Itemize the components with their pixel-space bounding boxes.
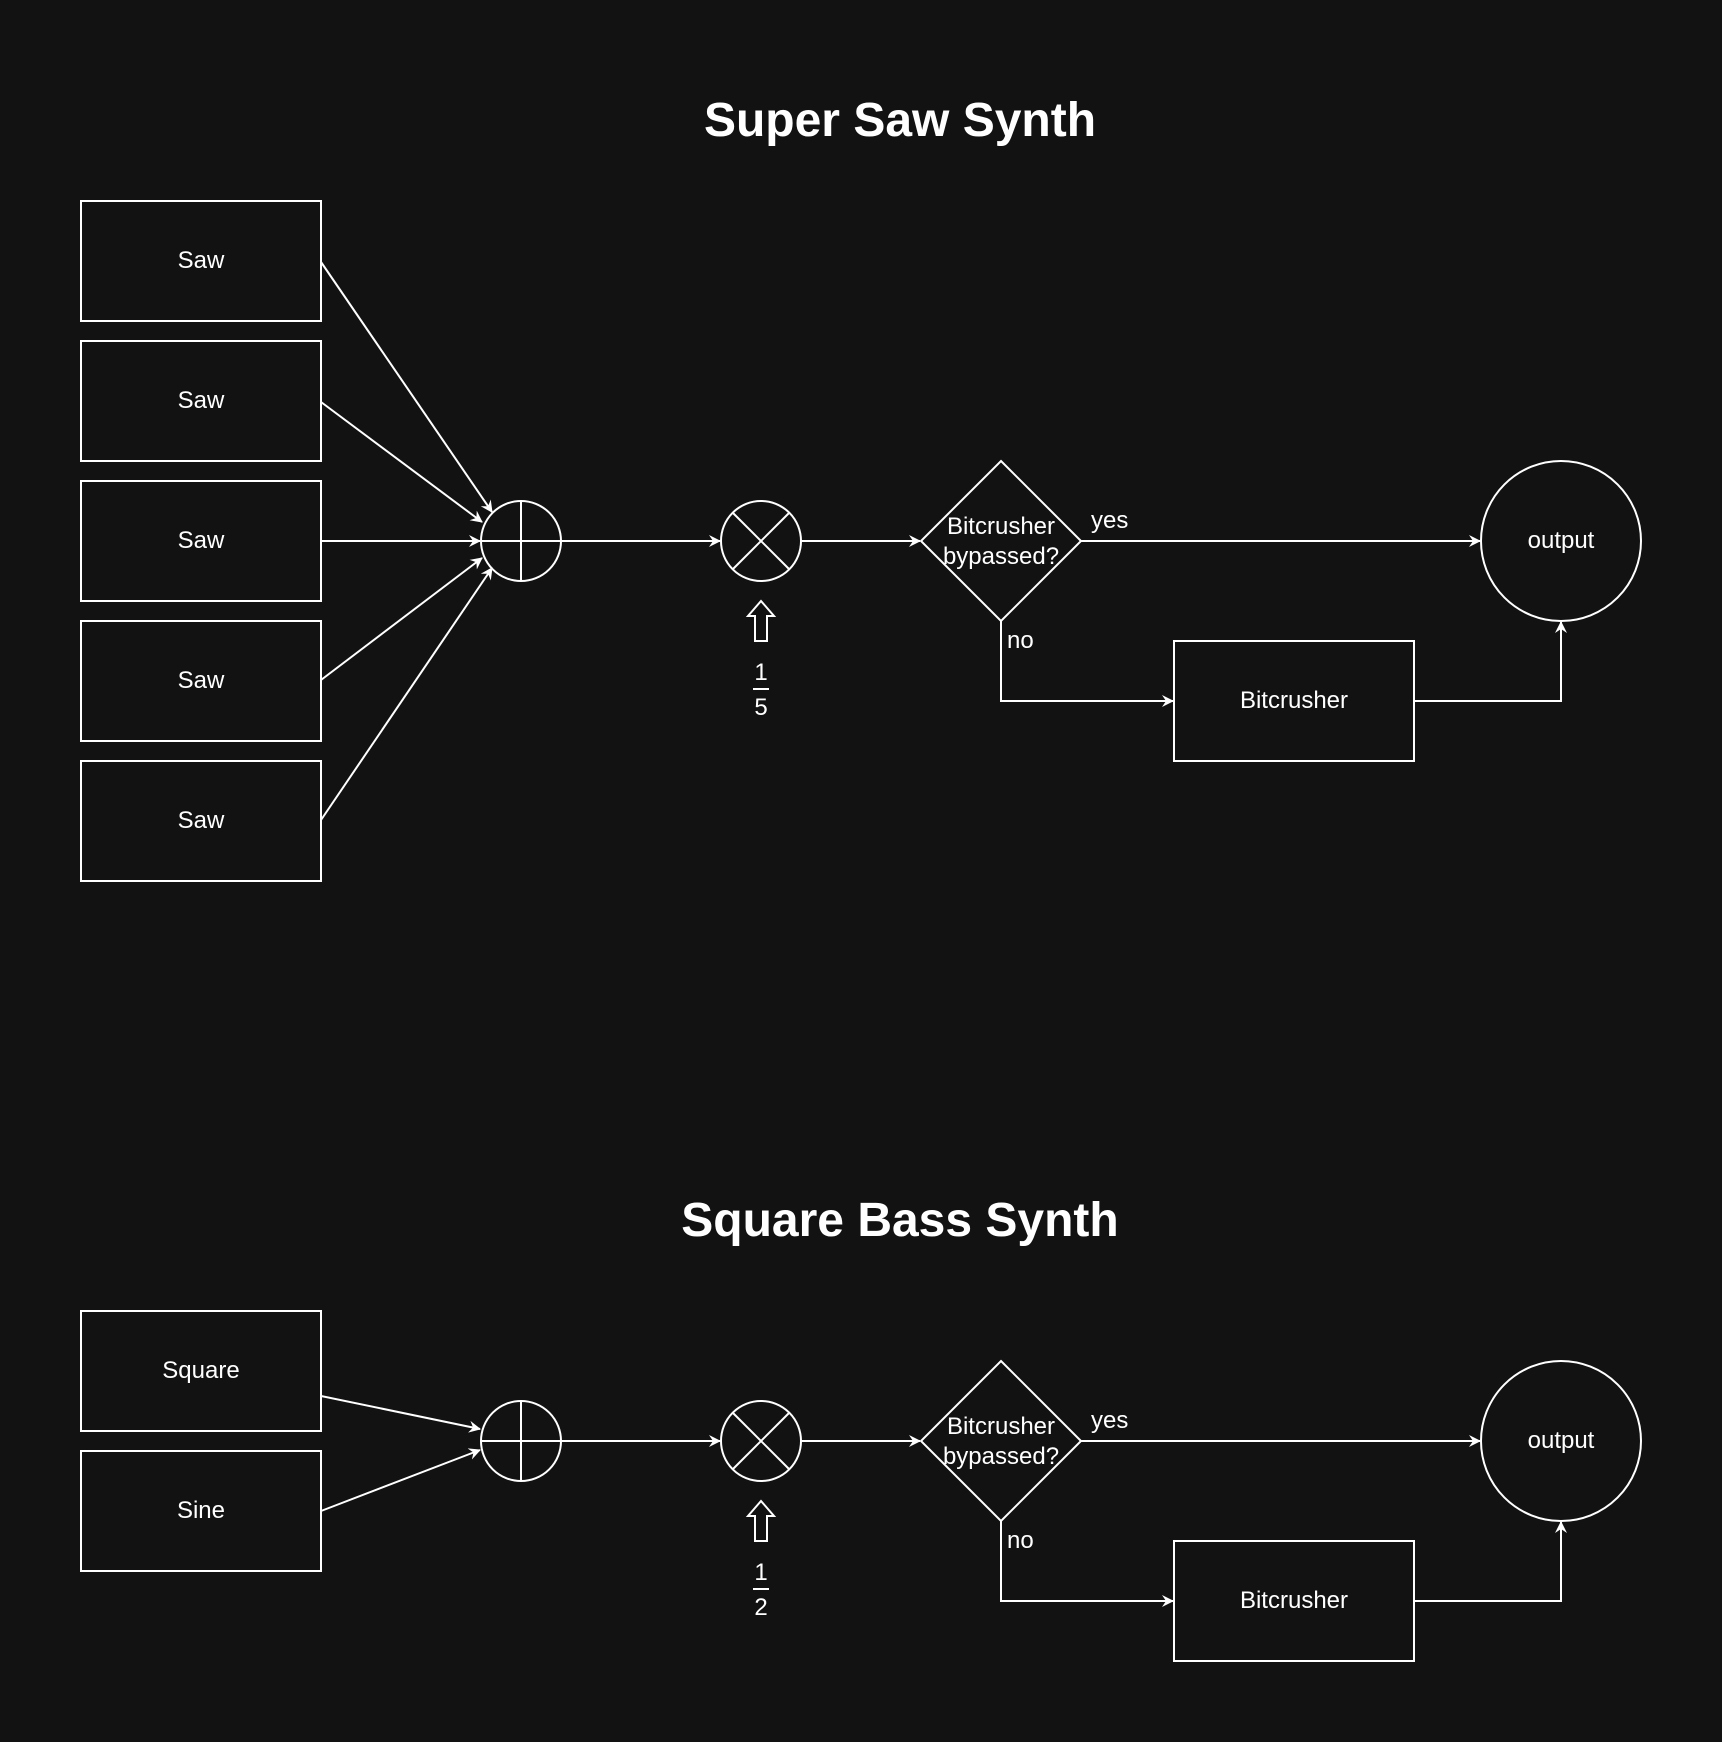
source-block: Square bbox=[80, 1310, 322, 1432]
connector-arrow bbox=[320, 1395, 481, 1433]
no-connector-arrow bbox=[1000, 1521, 1174, 1607]
adder-icon bbox=[480, 500, 562, 582]
source-label: Saw bbox=[178, 667, 225, 694]
source-label: Saw bbox=[178, 527, 225, 554]
connector-arrow bbox=[320, 401, 483, 523]
source-block: Sine bbox=[80, 1450, 322, 1572]
source-label: Sine bbox=[177, 1497, 225, 1524]
super-saw-synth-diagram: Super Saw Synth Saw Saw Saw Saw Saw bbox=[80, 94, 1642, 882]
gain-fraction: 1 2 bbox=[753, 1559, 769, 1621]
decision-node: Bitcrusher bypassed? bbox=[919, 1359, 1083, 1523]
connector-arrow bbox=[1414, 621, 1567, 702]
gain-fraction: 1 5 bbox=[753, 659, 769, 721]
square-bass-synth-diagram: Square Bass Synth Square Sine 1 2 bbox=[80, 1194, 1642, 1662]
bitcrusher-block: Bitcrusher bbox=[1173, 640, 1415, 762]
source-block: Saw bbox=[80, 760, 322, 882]
output-label: output bbox=[1528, 527, 1595, 554]
source-label: Square bbox=[162, 1357, 239, 1384]
gain-denominator: 2 bbox=[754, 1594, 767, 1621]
connector-arrow bbox=[320, 261, 493, 513]
gain-numerator: 1 bbox=[754, 1559, 767, 1586]
yes-label: yes bbox=[1091, 1407, 1128, 1434]
source-block: Saw bbox=[80, 200, 322, 322]
source-block: Saw bbox=[80, 340, 322, 462]
gain-numerator: 1 bbox=[754, 659, 767, 686]
connector-arrow bbox=[320, 557, 483, 681]
gain-denominator: 5 bbox=[754, 694, 767, 721]
yes-label: yes bbox=[1091, 507, 1128, 534]
bitcrusher-label: Bitcrusher bbox=[1240, 687, 1348, 714]
output-node: output bbox=[1480, 1360, 1642, 1522]
source-block: Saw bbox=[80, 480, 322, 602]
decision-label-line1: Bitcrusher bbox=[947, 1413, 1055, 1440]
decision-label-line2: bypassed? bbox=[943, 543, 1059, 570]
multiplier-icon bbox=[720, 500, 802, 582]
decision-label-line1: Bitcrusher bbox=[947, 513, 1055, 540]
connector-arrow bbox=[1414, 1521, 1567, 1602]
diagram-title: Square Bass Synth bbox=[681, 1194, 1118, 1247]
multiplier-icon bbox=[720, 1400, 802, 1482]
no-label: no bbox=[1007, 1527, 1034, 1554]
source-block: Saw bbox=[80, 620, 322, 742]
gain-input-arrow-icon bbox=[745, 599, 777, 642]
decision-label-line2: bypassed? bbox=[943, 1443, 1059, 1470]
output-node: output bbox=[1480, 460, 1642, 622]
source-label: Saw bbox=[178, 247, 225, 274]
diagram-title: Super Saw Synth bbox=[704, 94, 1096, 147]
decision-node: Bitcrusher bypassed? bbox=[919, 459, 1083, 623]
connector-arrow bbox=[320, 1448, 481, 1512]
source-label: Saw bbox=[178, 807, 225, 834]
gain-input-arrow-icon bbox=[745, 1499, 777, 1542]
bitcrusher-block: Bitcrusher bbox=[1173, 1540, 1415, 1662]
adder-icon bbox=[480, 1400, 562, 1482]
no-connector-arrow bbox=[1000, 621, 1174, 707]
no-label: no bbox=[1007, 627, 1034, 654]
source-label: Saw bbox=[178, 387, 225, 414]
bitcrusher-label: Bitcrusher bbox=[1240, 1587, 1348, 1614]
output-label: output bbox=[1528, 1427, 1595, 1454]
connector-arrow bbox=[320, 567, 493, 821]
